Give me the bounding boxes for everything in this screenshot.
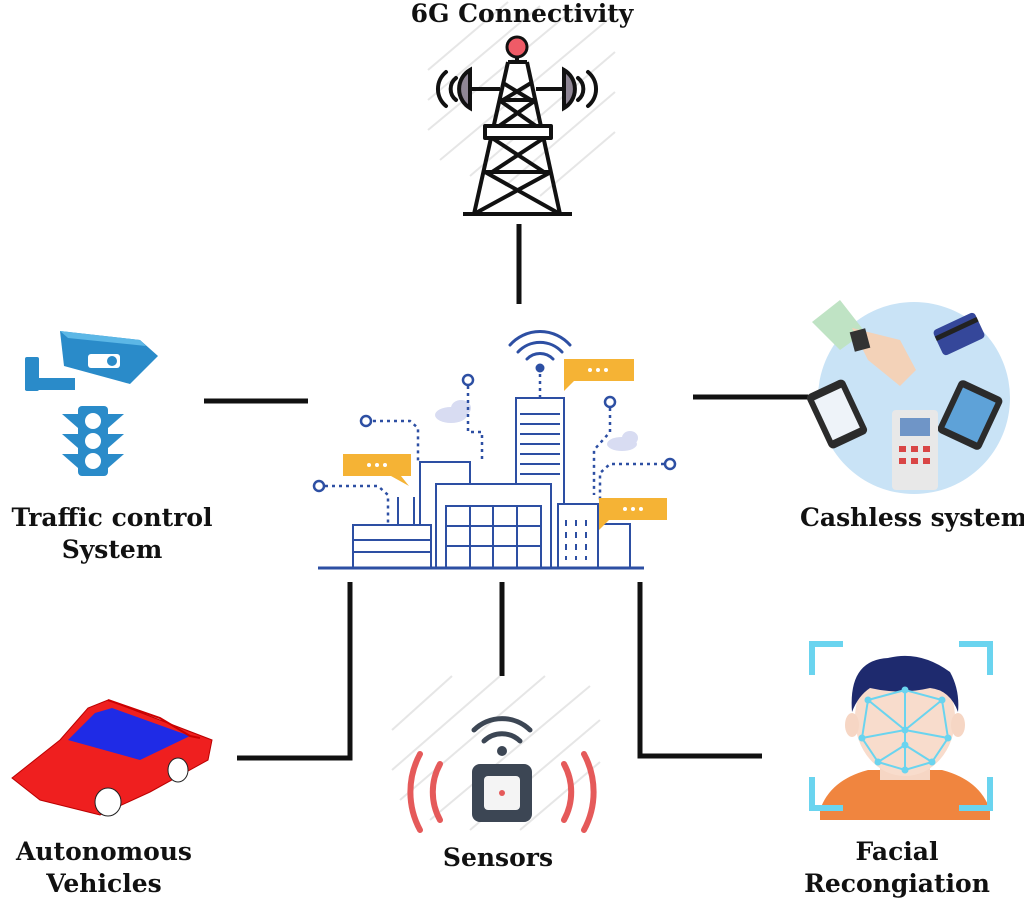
label-autonomous-vehicles: Autonomous Vehicles [0,836,208,900]
cell-tower-icon [427,1,616,216]
label-traffic-line-1: Traffic control [11,503,213,532]
label-sensors: Sensors [398,842,598,874]
label-sensors-text: Sensors [442,843,554,872]
label-6g-connectivity: 6G Connectivity [372,0,672,30]
label-facial-recognition: Facial Recongiation [792,836,1002,900]
label-6g-connectivity-text: 6G Connectivity [410,0,634,28]
label-cashless-text: Cashless system [800,503,1024,532]
label-cashless-system: Cashless system [800,502,1024,534]
label-facial-line-1: Facial [855,837,939,866]
traffic-camera-icon [25,331,158,476]
car-icon [11,699,213,817]
label-traffic-control: Traffic control System [0,502,224,566]
label-facial-line-2: Recongiation [804,869,990,898]
label-vehicles-line-1: Autonomous [15,837,193,866]
connector-facial [637,582,762,759]
sensor-icon [391,675,601,833]
smart-city-icon [312,330,677,570]
payment-devices-icon [806,300,1010,494]
face-scan-icon [809,641,993,820]
chat-bubbles [343,359,667,530]
label-vehicles-line-2: Vehicles [46,869,162,898]
label-traffic-line-2: System [61,535,163,564]
connector-vehicles [237,582,353,761]
connectors [204,224,808,761]
